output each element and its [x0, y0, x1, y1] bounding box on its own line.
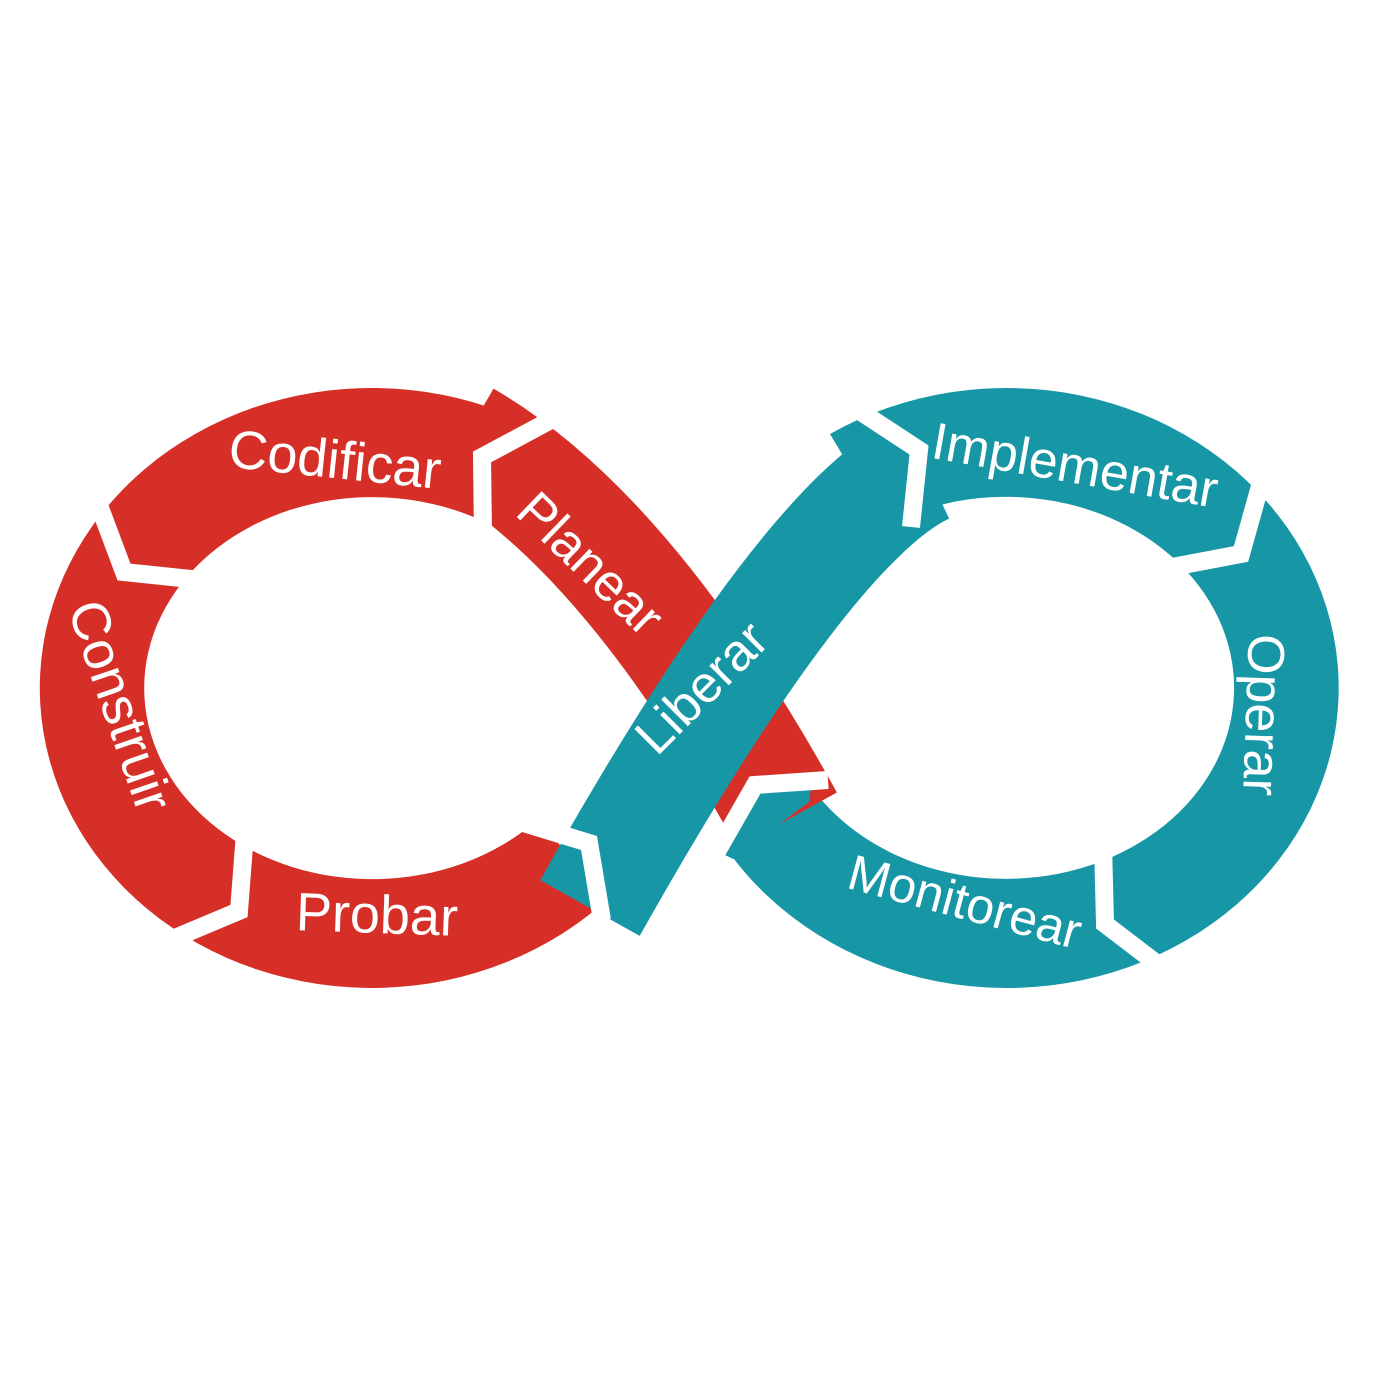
- ops-loop-ring: [728, 387, 1339, 988]
- monitorear-arrowhead: [717, 783, 812, 859]
- arrow-gap-probar-liberar: [514, 812, 611, 922]
- liberar-band: [540, 415, 951, 936]
- arrow-gap-implementar-operar: [1165, 476, 1271, 577]
- arrow-gap-planear-codificar: [472, 413, 554, 536]
- arrow-gap-codificar-construir: [88, 496, 201, 589]
- arrow-gap-monitorear-planear: [707, 771, 829, 860]
- label-operar: Operar: [1231, 633, 1295, 797]
- arrow-gap-liberar-implementar: [850, 400, 929, 528]
- arrow-gap-construir-probar: [166, 832, 254, 949]
- label-probar: Probar: [295, 882, 459, 948]
- dev-loop-ring: [39, 387, 612, 988]
- arrow-gap-operar-monitorear: [1094, 842, 1166, 974]
